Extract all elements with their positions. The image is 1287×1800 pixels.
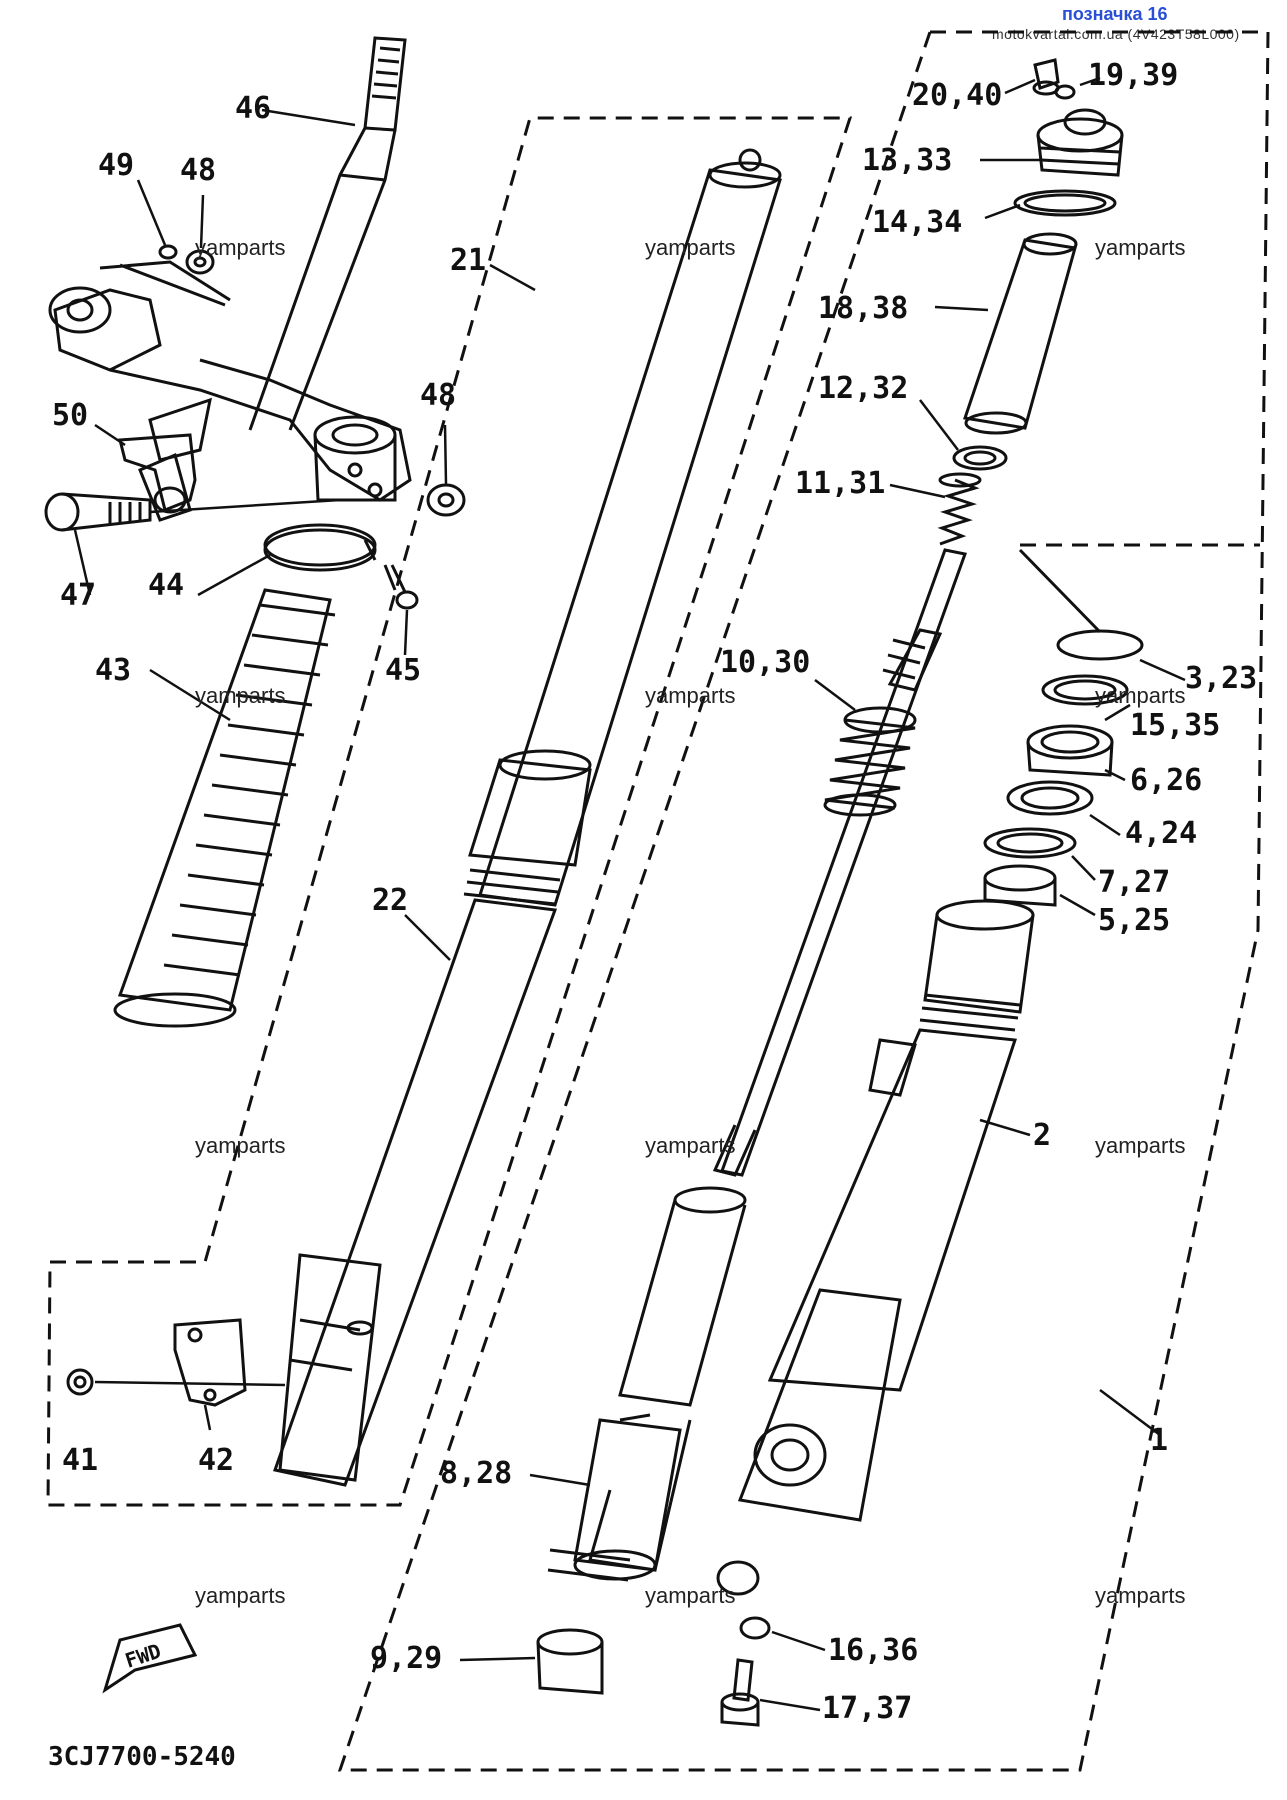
- bolt-17-37: [720, 1658, 760, 1727]
- callout-22: 22: [372, 883, 408, 918]
- fork-boot-43: [113, 588, 336, 1028]
- watermark: yamparts: [1095, 1583, 1185, 1608]
- source-caption: motokvartal.com.ua (4V423T58L000): [992, 26, 1240, 42]
- callout-19-39: 19,39: [1088, 58, 1178, 93]
- callout-17-37: 17,37: [822, 1691, 912, 1726]
- outer-tube-22: [273, 898, 558, 1487]
- callout-13-33: 13,33: [862, 143, 952, 178]
- watermark: yamparts: [195, 683, 285, 708]
- callout-50: 50: [52, 398, 88, 433]
- nut-48-side: [426, 483, 466, 517]
- bushing-5-25: [983, 864, 1057, 907]
- watermark: yamparts: [645, 1133, 735, 1158]
- watermark: yamparts: [645, 683, 735, 708]
- callout-10-30: 10,30: [720, 645, 810, 680]
- piston-8-28: [547, 1186, 747, 1582]
- washer-7-27: [983, 827, 1077, 859]
- callout-3-23: 3,23: [1185, 661, 1257, 696]
- washer-16-36: [739, 1616, 771, 1640]
- callout-6-26: 6,26: [1130, 763, 1202, 798]
- oil-seal-6-26: [1026, 724, 1114, 777]
- callout-5-25: 5,25: [1098, 903, 1170, 938]
- watermark: yamparts: [195, 1583, 285, 1608]
- under-bracket: [48, 286, 412, 522]
- stopper-clip-3-23: [1018, 548, 1144, 661]
- callout-1: 1: [1150, 1423, 1168, 1458]
- watermark: yamparts: [1095, 235, 1185, 260]
- spacer-18-38: [963, 232, 1078, 435]
- o-ring-19-39: [1054, 84, 1076, 100]
- diagram-code: 3CJ7700-5240: [48, 1742, 236, 1772]
- cap-bolt-13-33: [1036, 108, 1124, 177]
- callout-16-36: 16,36: [828, 1633, 918, 1668]
- air-valve-20-40: [1032, 58, 1060, 96]
- callout-7-27: 7,27: [1098, 865, 1170, 900]
- watermark: yamparts: [1095, 1133, 1185, 1158]
- oil-seal-clip-4-24: [1006, 780, 1094, 816]
- callout-46: 46: [235, 91, 271, 126]
- callout-8-28: 8,28: [440, 1456, 512, 1491]
- callout-2: 2: [1033, 1118, 1051, 1153]
- callout-11-31: 11,31: [795, 466, 885, 501]
- outer-tube-21: [463, 148, 782, 907]
- watermark: yamparts: [1095, 683, 1185, 708]
- fwd-label: FWD: [122, 1639, 164, 1673]
- screw-45: [383, 564, 419, 610]
- washer-49: [99, 244, 231, 307]
- watermark: yamparts: [645, 1583, 735, 1608]
- callout-48-side: 48: [420, 378, 456, 413]
- callout-9-29: 9,29: [370, 1641, 442, 1676]
- callout-48-top: 48: [180, 153, 216, 188]
- slide-metal-9-29: [536, 1628, 604, 1695]
- callout-4-24: 4,24: [1125, 816, 1197, 851]
- bolt-47: [44, 492, 152, 532]
- header-link[interactable]: позначка 16: [1062, 4, 1168, 24]
- boundary-right-assembly: [337, 30, 1270, 1772]
- spring-11-31: [937, 472, 982, 546]
- band-44: [263, 523, 377, 572]
- callout-18-38: 18,38: [818, 291, 908, 326]
- callout-45: 45: [385, 653, 421, 688]
- washer-14-34: [1013, 189, 1117, 217]
- nut-48-top: [185, 249, 215, 275]
- callout-12-32: 12,32: [818, 371, 908, 406]
- callout-20-40: 20,40: [912, 78, 1002, 113]
- callout-41: 41: [62, 1443, 98, 1478]
- callout-21: 21: [450, 243, 486, 278]
- steering-stem: [248, 36, 407, 431]
- watermark: yamparts: [195, 235, 285, 260]
- callout-42: 42: [198, 1443, 234, 1478]
- damper-rod: [712, 548, 967, 1177]
- washer-12-32: [952, 445, 1008, 471]
- callout-14-34: 14,34: [872, 205, 962, 240]
- nut-41: [66, 1368, 94, 1396]
- clamp-50: [118, 433, 197, 514]
- callout-43: 43: [95, 653, 131, 688]
- callout-47: 47: [60, 578, 96, 613]
- dust-seal-15-35: [1041, 674, 1129, 706]
- boundary-left-assembly: [46, 116, 853, 1507]
- inner-tube-2: [716, 899, 1035, 1596]
- callout-44: 44: [148, 568, 184, 603]
- fwd-arrow-icon: [102, 1623, 198, 1694]
- holder-42: [173, 1318, 247, 1407]
- callout-49: 49: [98, 148, 134, 183]
- watermark: yamparts: [645, 235, 735, 260]
- callout-15-35: 15,35: [1130, 708, 1220, 743]
- rebound-spring-10-30: [823, 706, 917, 817]
- watermark: yamparts: [195, 1133, 285, 1158]
